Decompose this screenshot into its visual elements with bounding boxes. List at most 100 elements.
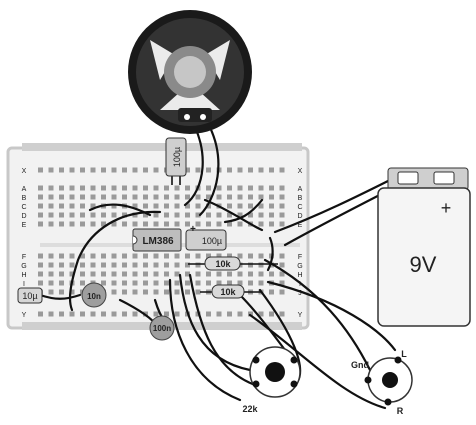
speaker-gap-2: [205, 40, 230, 80]
breadboard-hole: [269, 185, 274, 191]
breadboard-hole: [185, 167, 190, 173]
breadboard-hole: [122, 212, 127, 218]
breadboard-hole: [248, 262, 253, 268]
breadboard-hole: [174, 194, 180, 200]
row-letter: G: [297, 263, 302, 270]
ic-label: LM386: [142, 236, 174, 247]
breadboard-hole: [248, 271, 253, 277]
capacitor-100n: 100n: [149, 315, 175, 341]
breadboard-hole: [143, 262, 148, 268]
breadboard-hole: [269, 194, 274, 200]
wire-pot-3: [168, 278, 242, 402]
speaker-terminal-a: [184, 114, 190, 120]
breadboard-hole: [153, 271, 159, 277]
breadboard-hole: [143, 221, 148, 227]
breadboard-hole: [216, 311, 222, 317]
breadboard-hole: [48, 311, 54, 317]
breadboard-hole: [132, 203, 138, 209]
speaker-magnet: [174, 56, 206, 88]
breadboard-hole: [206, 253, 211, 259]
breadboard-hole: [269, 262, 274, 268]
breadboard-hole: [38, 194, 43, 200]
breadboard-hole: [206, 280, 211, 286]
breadboard-hole: [48, 271, 54, 277]
row-letter: B: [22, 195, 27, 202]
breadboard-hole: [122, 289, 127, 295]
cap-mid-body: [185, 229, 227, 251]
breadboard-hole: [69, 194, 75, 200]
capacitor-100u-top: 100µ: [165, 137, 187, 185]
breadboard-hole: [279, 185, 285, 191]
breadboard-hole: [48, 194, 54, 200]
breadboard-hole: [111, 289, 117, 295]
breadboard-hole: [216, 194, 222, 200]
breadboard-hole: [90, 212, 96, 218]
ic-lm386: LM386: [132, 228, 182, 252]
breadboard-hole: [111, 203, 117, 209]
breadboard-hole: [164, 185, 169, 191]
pot-lug-2: [252, 380, 260, 388]
breadboard-hole: [227, 203, 232, 209]
row-letter: D: [297, 213, 302, 220]
cap-10n-label: 10n: [87, 292, 101, 301]
breadboard-hole: [111, 212, 117, 218]
breadboard-hole: [227, 185, 232, 191]
breadboard-hole: [185, 221, 190, 227]
breadboard-hole: [90, 194, 96, 200]
breadboard-hole: [48, 212, 54, 218]
breadboard-hole: [216, 280, 222, 286]
breadboard-hole: [164, 194, 169, 200]
breadboard-hole: [279, 221, 285, 227]
pot-shaft: [265, 362, 285, 382]
breadboard-hole: [279, 271, 285, 277]
breadboard-hole: [195, 271, 201, 277]
breadboard-hole: [48, 280, 54, 286]
row-letter: I: [299, 281, 301, 288]
breadboard-hole: [227, 194, 232, 200]
breadboard-hole: [185, 271, 190, 277]
breadboard-hole: [80, 203, 85, 209]
breadboard-hole: [185, 194, 190, 200]
breadboard-top-rail: [22, 143, 302, 151]
breadboard-hole: [101, 221, 106, 227]
breadboard-hole: [90, 221, 96, 227]
breadboard-hole: [258, 253, 264, 259]
capacitor-100u-mid: + 100µ: [185, 224, 227, 251]
breadboard-hole: [101, 253, 106, 259]
breadboard-hole: [111, 311, 117, 317]
breadboard-hole: [279, 253, 285, 259]
row-letter: Y: [22, 312, 27, 319]
breadboard-hole: [164, 280, 169, 286]
breadboard-hole: [258, 280, 264, 286]
breadboard-hole: [153, 221, 159, 227]
breadboard-hole: [248, 203, 253, 209]
breadboard-hole: [48, 221, 54, 227]
breadboard-hole: [206, 311, 211, 317]
breadboard-hole: [101, 167, 106, 173]
breadboard-hole: [153, 253, 159, 259]
breadboard-hole: [258, 271, 264, 277]
potentiometer-22k: 22k: [242, 346, 301, 414]
breadboard-hole: [69, 262, 75, 268]
breadboard-hole: [38, 185, 43, 191]
wire-pot-1: [178, 273, 252, 372]
breadboard-hole: [132, 194, 138, 200]
breadboard-hole: [69, 221, 75, 227]
breadboard-hole: [143, 280, 148, 286]
breadboard-hole: [206, 221, 211, 227]
row-letter: A: [22, 186, 27, 193]
breadboard-hole: [90, 311, 96, 317]
breadboard-hole: [122, 253, 127, 259]
breadboard-hole: [38, 271, 43, 277]
breadboard-hole: [164, 289, 169, 295]
jack-r-label: R: [397, 406, 404, 416]
breadboard-hole: [143, 194, 148, 200]
breadboard-hole: [59, 212, 64, 218]
breadboard-hole: [258, 167, 264, 173]
breadboard-hole: [59, 311, 64, 317]
breadboard-hole: [279, 262, 285, 268]
cap-top-label: 100µ: [172, 147, 182, 167]
breadboard-hole: [206, 194, 211, 200]
cap-10n-body: [81, 282, 107, 308]
